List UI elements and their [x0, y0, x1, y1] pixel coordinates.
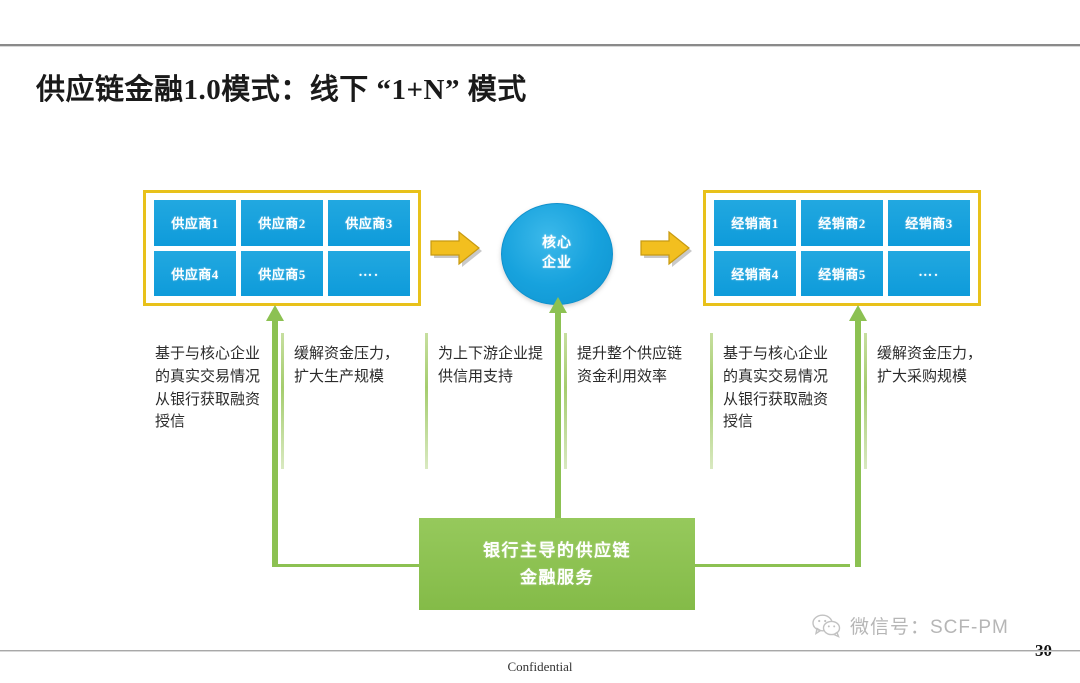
confidential-label: Confidential — [507, 659, 573, 674]
benefit-text-supplier-capacity: 缓解资金压力，扩大生产规模 — [294, 346, 400, 385]
distributor-tile-grid: 经销商1 经销商2 经销商3 经销商4 经销商5 …. — [714, 200, 970, 296]
supplier-group-box: 供应商1 供应商2 供应商3 供应商4 供应商5 …. — [143, 190, 421, 306]
column-separator — [564, 333, 567, 469]
wechat-icon — [812, 613, 842, 638]
benefit-text-distributor-purchase: 缓解资金压力，扩大采购规模 — [877, 346, 983, 385]
service-label-line2: 金融服务 — [520, 568, 594, 587]
distributor-tile[interactable]: 经销商2 — [801, 200, 883, 246]
column-separator — [281, 333, 284, 469]
core-label-line1: 核心 — [542, 235, 572, 251]
supplier-tile-grid: 供应商1 供应商2 供应商3 供应商4 供应商5 …. — [154, 200, 410, 296]
flow-arrow-right-icon — [427, 228, 483, 268]
supplier-tile[interactable]: 供应商4 — [154, 250, 236, 296]
distributor-tile[interactable]: 经销商3 — [888, 200, 970, 246]
column-separator — [425, 333, 428, 469]
benefit-text-core-credit-support: 为上下游企业提供信用支持 — [438, 346, 544, 385]
green-up-arrow-icon — [549, 297, 567, 537]
core-label-line2: 企业 — [542, 256, 572, 271]
green-up-arrow-icon — [849, 305, 867, 567]
service-label-line1: 银行主导的供应链 — [483, 540, 631, 560]
top-divider — [0, 44, 1080, 47]
benefit-text-distributor-credit: 基于与核心企业的真实交易情况从银行获取融资授信 — [723, 346, 829, 431]
supplier-tile-more[interactable]: …. — [328, 250, 410, 296]
distributor-tile[interactable]: 经销商4 — [714, 250, 796, 296]
wechat-id-text: 微信号：SCF-PM — [850, 617, 1009, 638]
green-up-arrow-icon — [266, 305, 284, 567]
supplier-tile[interactable]: 供应商2 — [241, 200, 323, 246]
distributor-tile-more[interactable]: …. — [888, 250, 970, 296]
distributor-tile[interactable]: 经销商5 — [801, 250, 883, 296]
supplier-tile[interactable]: 供应商5 — [241, 250, 323, 296]
benefit-text-chain-efficiency: 提升整个供应链资金利用效率 — [577, 346, 683, 385]
distributor-group-box: 经销商1 经销商2 经销商3 经销商4 经销商5 …. — [703, 190, 981, 306]
column-separator — [864, 333, 867, 469]
flow-arrow-right-icon — [637, 228, 693, 268]
core-enterprise-node[interactable]: 核心 企业 — [501, 203, 613, 305]
wechat-watermark: 微信号：SCF-PM — [812, 612, 1009, 639]
supplier-tile[interactable]: 供应商3 — [328, 200, 410, 246]
footer-divider — [0, 650, 1080, 652]
benefit-text-supplier-credit: 基于与核心企业的真实交易情况从银行获取融资授信 — [155, 346, 261, 431]
bank-service-box[interactable]: 银行主导的供应链 金融服务 — [419, 518, 695, 610]
distributor-tile[interactable]: 经销商1 — [714, 200, 796, 246]
supplier-tile[interactable]: 供应商1 — [154, 200, 236, 246]
column-separator — [710, 333, 713, 469]
page-title: 供应链金融1.0模式：线下 “1+N” 模式 — [36, 74, 527, 106]
